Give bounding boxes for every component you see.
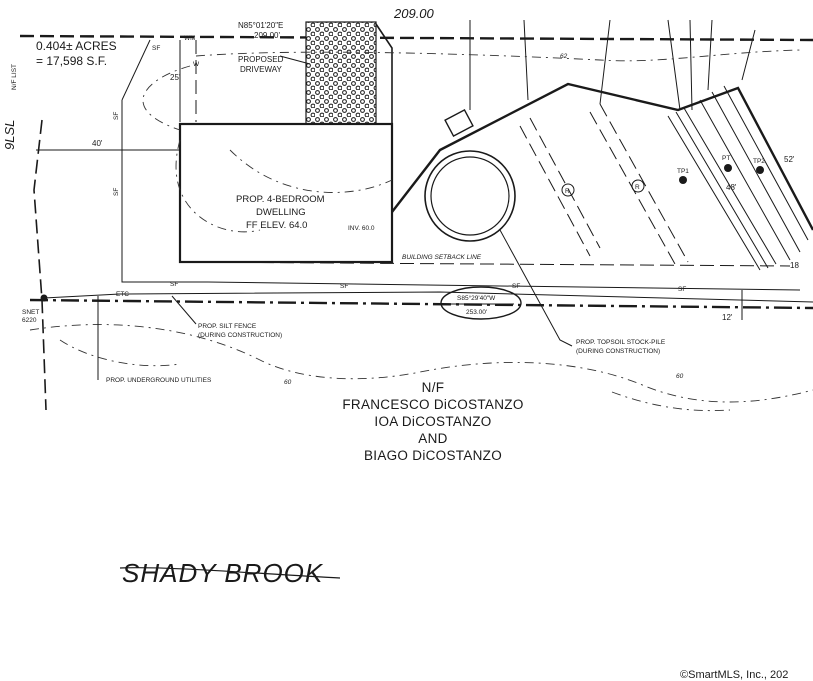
silt-fence-leader xyxy=(171,295,197,325)
wm-label: WM xyxy=(184,35,196,42)
sf-label-5: SF xyxy=(113,188,120,196)
septic-field-outline xyxy=(391,82,813,231)
leaching-trenches xyxy=(519,85,809,271)
etc-line xyxy=(43,291,813,303)
sf-label-6: SF xyxy=(113,112,120,120)
silt-fence-label-1: PROP. SILT FENCE xyxy=(198,323,257,330)
setback-label: BUILDING SETBACK LINE xyxy=(402,254,482,261)
test-pit-icon xyxy=(679,164,764,184)
silt-fence-label-2: (DURING CONSTRUCTION) xyxy=(198,332,282,339)
contour-bottom-60 xyxy=(29,324,813,403)
sf-label-1: SF xyxy=(170,281,178,288)
top-distance: 209.00' xyxy=(254,31,280,40)
proposed-driveway xyxy=(305,21,377,125)
contour-62 xyxy=(195,49,801,62)
dim-25: 25' xyxy=(170,73,181,82)
etc-label: ETC xyxy=(116,291,129,298)
handwritten-underline xyxy=(119,567,341,579)
septic-tank-outer xyxy=(424,150,516,242)
bottom-bearing-ellipse xyxy=(440,286,522,320)
right-vertical-lines xyxy=(469,19,611,110)
bottom-bearing: S85°29'40"W xyxy=(457,294,496,302)
silt-fence-line xyxy=(121,100,801,291)
sf-label-3: SF xyxy=(512,283,520,290)
topsoil-label-2: (DURING CONSTRUCTION) xyxy=(576,348,660,355)
right-curve-line xyxy=(667,19,756,111)
r-marker-1 xyxy=(561,183,575,197)
septic-tank-inner xyxy=(430,156,510,236)
dwelling-label-2: DWELLING xyxy=(256,207,306,218)
snet-label: SNET xyxy=(22,309,39,316)
dim-40: 40' xyxy=(92,139,103,148)
w-label: W xyxy=(193,61,200,68)
left-vertical-label: N/F LIST xyxy=(11,64,18,90)
lot-sqft: = 17,598 S.F. xyxy=(36,54,107,68)
contour-mid xyxy=(229,149,393,193)
driveway-label-2: DRIVEWAY xyxy=(240,65,282,74)
topsoil-label-1: PROP. TOPSOIL STOCK-PILE xyxy=(576,339,666,346)
sf-label-4: SF xyxy=(678,286,686,293)
dim-48: 48' xyxy=(726,183,737,192)
inv-label: INV. 60.0 xyxy=(348,225,375,232)
dwelling-label-1: PROP. 4-BEDROOM xyxy=(236,194,325,205)
dwelling-label-3: FF ELEV. 64.0 xyxy=(246,220,307,231)
driveway-label-1: PROPOSED xyxy=(238,55,284,64)
sf-label-7: SF xyxy=(152,45,160,52)
r-label-1: R xyxy=(565,188,570,195)
contour-lower xyxy=(59,339,731,412)
topsoil-leader xyxy=(499,229,573,347)
owner-line-2: FRANCESCO DiCOSTANZO xyxy=(342,397,523,412)
tp2-label: TP2 xyxy=(753,158,765,165)
dim-12: 12' xyxy=(722,313,733,322)
lot-acres: 0.404± ACRES xyxy=(36,39,117,53)
left-handwritten: 9LSL xyxy=(2,120,17,150)
street-name-handwritten: SHADY BROOK xyxy=(122,558,324,588)
dim-18: 18 xyxy=(790,261,799,270)
owner-line-3: IOA DiCOSTANZO xyxy=(374,414,491,429)
bottom-distance: 253.00' xyxy=(466,309,487,316)
pt-label: PT xyxy=(722,155,730,162)
driveway-leader xyxy=(279,55,311,65)
tp1-label: TP1 xyxy=(677,168,689,175)
contour-60-label: 60 xyxy=(284,379,292,386)
copyright-watermark: ©SmartMLS, Inc., 202 xyxy=(680,669,788,681)
contour-60b-label: 60 xyxy=(676,373,684,380)
left-property-line xyxy=(33,119,47,411)
contour-62-label: 62 xyxy=(560,53,568,60)
bottom-property-line xyxy=(29,298,813,310)
r-label-2: R xyxy=(635,184,640,191)
owner-line-5: BIAGO DiCOSTANZO xyxy=(364,448,502,463)
distribution-box xyxy=(444,108,474,138)
top-bearing: N85°01'20"E xyxy=(238,21,283,30)
utility-pole-icon xyxy=(40,294,48,302)
r-marker-2 xyxy=(631,179,645,193)
top-property-line xyxy=(19,34,813,42)
snet-num: 6220 xyxy=(22,317,37,324)
dim-52: 52' xyxy=(784,155,795,164)
contour-upper-left xyxy=(142,65,191,131)
sf-label-2: SF xyxy=(340,283,348,290)
owner-line-1: N/F xyxy=(422,380,445,395)
silt-fence-left-return xyxy=(121,39,151,101)
proposed-dwelling xyxy=(178,122,394,264)
handwritten-distance: 209.00 xyxy=(393,6,435,21)
contour-left-mid xyxy=(175,139,261,233)
owner-line-4: AND xyxy=(418,431,447,446)
utilities-label: PROP. UNDERGROUND UTILITIES xyxy=(106,377,212,384)
